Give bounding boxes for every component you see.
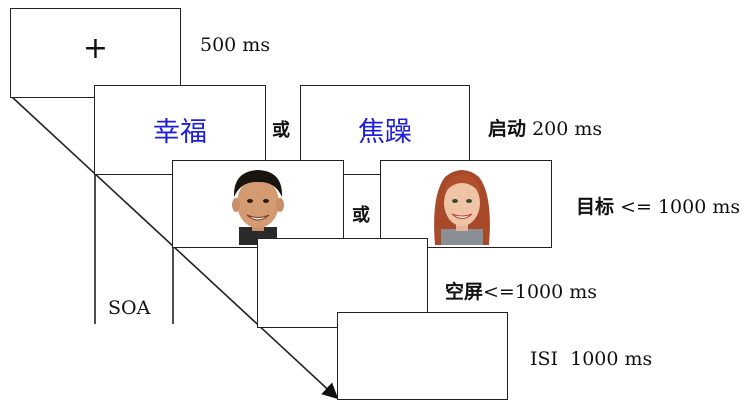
male-face-image <box>232 170 284 245</box>
target-label: 目标 <= 1000 ms <box>576 192 740 219</box>
prime-word-positive: 幸福 <box>153 117 207 148</box>
target-label-text: 目标 <box>576 196 615 218</box>
fixation-frame: + <box>10 8 181 98</box>
isi-label: ISI 1000 ms <box>530 348 652 370</box>
prime-or: 或 <box>272 120 290 141</box>
blank-label-text: 空屏 <box>445 281 484 303</box>
target-or: 或 <box>352 205 370 226</box>
target-frame-left <box>172 160 344 248</box>
prime-word-negative: 焦躁 <box>358 117 412 148</box>
isi-label-text: ISI <box>530 348 559 370</box>
isi-duration: 1000 ms <box>570 348 653 370</box>
target-frame-right <box>380 160 552 248</box>
prime-duration: 200 ms <box>532 118 603 140</box>
isi-frame <box>337 312 508 400</box>
soa-label: SOA <box>108 297 151 319</box>
blank-label: 空屏<=1000 ms <box>445 277 597 304</box>
female-face-image <box>434 170 490 245</box>
fixation-cross: + <box>82 31 109 66</box>
blank-duration: <=1000 ms <box>483 281 598 303</box>
prime-label: 启动 200 ms <box>488 114 602 141</box>
target-duration: <= 1000 ms <box>620 196 741 218</box>
fixation-duration: 500 ms <box>200 34 271 56</box>
prime-label-text: 启动 <box>488 118 527 140</box>
